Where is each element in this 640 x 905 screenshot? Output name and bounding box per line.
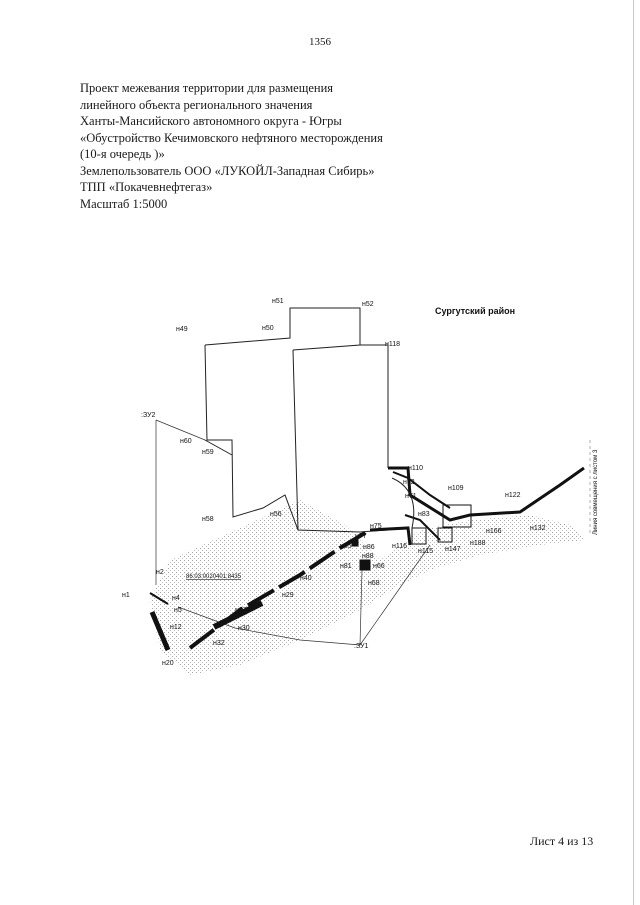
label-n40: н40 bbox=[300, 575, 312, 582]
label-n110: н110 bbox=[408, 465, 423, 472]
label-n132: н132 bbox=[530, 525, 546, 532]
label-n85: н85 bbox=[340, 543, 352, 550]
label-n50: н50 bbox=[262, 325, 274, 332]
label-n122: н122 bbox=[505, 492, 521, 499]
header-line: Ханты-Мансийского автономного округа - Ю… bbox=[80, 114, 342, 128]
match-line-label: Линия совмещения с листом 3 bbox=[593, 449, 599, 535]
label-n166: н166 bbox=[486, 528, 502, 535]
label-n68: н68 bbox=[368, 580, 380, 587]
header-line: ТПП «Покачевнефтегаз» bbox=[80, 180, 213, 194]
label-n51: н51 bbox=[272, 298, 284, 305]
header-line: Проект межевания территории для размещен… bbox=[80, 81, 334, 95]
label-n77: н77 bbox=[355, 533, 367, 540]
district-label: Сургутский район bbox=[435, 306, 515, 316]
sheet-number: Лист 4 из 13 bbox=[530, 834, 594, 848]
label-n75: н75 bbox=[370, 523, 382, 530]
label-n4: н4 bbox=[172, 595, 180, 602]
label-n52: н52 bbox=[362, 301, 374, 308]
label-n83: н83 bbox=[418, 511, 430, 518]
header-line: «Обустройство Кечимовского нефтяного мес… bbox=[80, 130, 383, 145]
parcel-label-zu1: :ЗУ1 bbox=[354, 643, 369, 650]
pipeline-corridor bbox=[149, 466, 585, 651]
label-n59: н59 bbox=[202, 449, 214, 456]
label-n72: н72 bbox=[403, 479, 415, 486]
stippled-area bbox=[150, 500, 585, 675]
label-n86: н86 bbox=[363, 544, 375, 551]
label-n32: н32 bbox=[213, 640, 225, 647]
point-labels: н51 н52 н50 н49 н118 н60 н59 н58 н56 н11… bbox=[122, 298, 546, 667]
parcel-boundary bbox=[204, 307, 389, 533]
scale-label: Масштаб 1:5000 bbox=[80, 196, 168, 211]
label-n29: н29 bbox=[282, 592, 294, 599]
label-n49: н49 bbox=[176, 326, 188, 333]
label-n66: н66 bbox=[373, 563, 385, 570]
facility-blocks bbox=[351, 504, 472, 571]
thin-lines bbox=[155, 419, 431, 646]
label-n147: н147 bbox=[445, 546, 461, 553]
label-n12: н12 bbox=[170, 624, 182, 631]
label-n81: н81 bbox=[340, 563, 352, 570]
label-n5: н5 bbox=[174, 607, 182, 614]
label-n20: н20 bbox=[162, 660, 174, 667]
page-number: 1356 bbox=[309, 36, 331, 48]
label-n71: н71 bbox=[405, 493, 417, 500]
label-n60: н60 bbox=[180, 438, 192, 445]
scan-edge-line bbox=[633, 0, 634, 905]
label-n56: н56 bbox=[270, 511, 282, 518]
label-n88: н88 bbox=[362, 553, 374, 560]
cadastral-number: 86:03:0020401:8435 bbox=[186, 574, 242, 580]
label-n1: н1 bbox=[122, 592, 130, 599]
header-line: Землепользователь ООО «ЛУКОЙЛ-Западная С… bbox=[80, 163, 375, 178]
label-n118: н118 bbox=[385, 341, 400, 348]
arc-boundary bbox=[391, 477, 415, 529]
header-line: (10-я очередь )» bbox=[80, 147, 165, 161]
label-n2: н2 bbox=[156, 569, 164, 576]
label-n116: н116 bbox=[392, 543, 407, 550]
label-n188: н188 bbox=[470, 540, 486, 547]
parcel-label-zu2: :ЗУ2 bbox=[141, 412, 156, 419]
document-header: Проект межевания территории для размещен… bbox=[80, 80, 500, 212]
label-n58: н58 bbox=[202, 516, 214, 523]
label-n115: н115 bbox=[418, 548, 433, 555]
header-line: линейного объекта регионального значения bbox=[80, 97, 313, 112]
label-n27: н27 bbox=[235, 607, 247, 614]
label-n30: н30 bbox=[238, 625, 250, 632]
label-n109: н109 bbox=[448, 485, 464, 492]
